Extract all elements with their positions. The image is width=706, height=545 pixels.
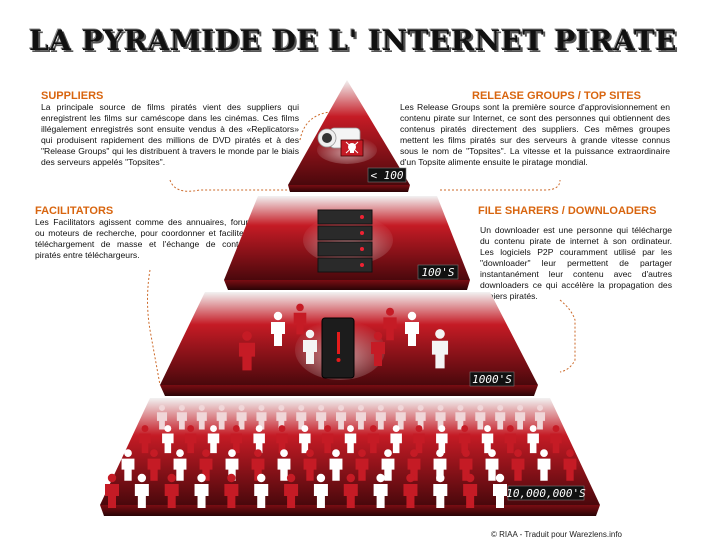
- person-icon: [276, 404, 287, 430]
- person-icon: [299, 425, 311, 454]
- person-icon: [344, 425, 357, 454]
- person-icon: [156, 404, 168, 430]
- person-icon: [276, 425, 288, 454]
- release-groups-heading: RELEASE GROUPS / TOP SITES: [472, 90, 641, 102]
- camcorder-icon: [317, 127, 377, 164]
- person-icon: [277, 449, 291, 481]
- person-icon: [184, 425, 197, 454]
- person-icon: [355, 449, 369, 481]
- counter-release-groups-text: 100'S: [421, 266, 454, 279]
- person-icon: [455, 404, 466, 430]
- counter-suppliers-text: < 100: [370, 169, 403, 182]
- skull-icon: [345, 141, 359, 154]
- person-icon: [481, 425, 494, 454]
- person-icon: [436, 425, 448, 454]
- server-rack-icon: [303, 209, 393, 273]
- person-icon: [164, 473, 179, 508]
- person-icon: [194, 473, 209, 508]
- page-title: LA PYRAMIDE DE L' INTERNET PIRATE: [29, 24, 677, 57]
- person-icon: [313, 473, 328, 508]
- person-icon: [236, 404, 247, 430]
- person-icon: [375, 404, 386, 430]
- tower-server-icon: [295, 317, 385, 380]
- person-icon: [515, 404, 526, 430]
- facilitators-heading: FACILITATORS: [35, 205, 114, 217]
- person-icon: [216, 404, 227, 430]
- person-icon: [284, 473, 299, 508]
- counter-file-sharers-text: 10,000,000'S: [506, 487, 586, 500]
- person-icon: [475, 404, 486, 430]
- person-icon: [563, 449, 577, 481]
- person-icon: [493, 473, 507, 508]
- person-icon: [435, 404, 446, 430]
- person-icon: [173, 449, 187, 481]
- person-icon: [367, 425, 380, 454]
- person-icon: [207, 425, 220, 454]
- person-icon: [413, 425, 425, 454]
- facilitators-text: Les Facilitators agissent comme des annu…: [35, 217, 257, 260]
- file-sharers-text: Un downloader est une personne qui téléc…: [480, 225, 672, 301]
- person-icon: [433, 473, 448, 508]
- release-groups-text: Les Release Groups sont la première sour…: [400, 102, 670, 167]
- person-icon: [343, 473, 358, 508]
- person-icon: [329, 449, 343, 481]
- person-icon: [458, 425, 471, 454]
- credit-text: © RIAA - Traduit pour Warezlens.info: [491, 530, 622, 539]
- suppliers-heading: SUPPLIERS: [41, 90, 104, 102]
- person-icon: [431, 329, 449, 369]
- person-icon: [405, 311, 419, 346]
- person-icon: [271, 311, 285, 346]
- person-icon: [355, 404, 366, 430]
- person-icon: [147, 449, 161, 481]
- tier3-people: [238, 303, 449, 371]
- file-sharers-heading: FILE SHARERS / DOWNLOADERS: [478, 205, 657, 217]
- person-icon: [381, 449, 395, 481]
- person-icon: [196, 404, 207, 430]
- suppliers-text: La principale source de films piratés vi…: [41, 102, 299, 167]
- person-icon: [254, 473, 269, 508]
- person-icon: [485, 449, 499, 481]
- person-icon: [303, 449, 317, 481]
- person-icon: [134, 473, 149, 508]
- person-icon: [336, 404, 347, 430]
- person-icon: [230, 425, 243, 454]
- person-icon: [373, 473, 388, 508]
- person-icon: [139, 425, 151, 454]
- connector-lines: [147, 111, 576, 386]
- person-icon: [303, 329, 317, 364]
- counter-release-groups: 100'S: [417, 264, 459, 280]
- person-icon: [293, 303, 307, 335]
- person-icon: [403, 473, 418, 508]
- person-icon: [504, 425, 517, 454]
- person-icon: [316, 404, 327, 430]
- person-icon: [534, 404, 546, 430]
- downloaders-crowd: [105, 404, 577, 508]
- person-icon: [511, 449, 525, 481]
- person-icon: [162, 425, 174, 454]
- counter-suppliers: < 100: [367, 167, 407, 183]
- person-icon: [395, 404, 406, 430]
- person-icon: [495, 404, 506, 430]
- person-icon: [121, 449, 135, 481]
- person-icon: [253, 425, 265, 454]
- person-icon: [383, 307, 397, 341]
- person-icon: [321, 425, 334, 454]
- person-icon: [371, 331, 385, 366]
- person-icon: [463, 473, 478, 508]
- person-icon: [296, 404, 307, 430]
- person-icon: [390, 425, 402, 454]
- person-icon: [176, 404, 187, 430]
- counter-facilitators: 1000'S: [469, 371, 515, 387]
- person-icon: [537, 449, 551, 481]
- counter-file-sharers: 10,000,000'S: [506, 485, 586, 501]
- person-icon: [238, 331, 256, 371]
- counter-facilitators-text: 1000'S: [472, 373, 512, 386]
- person-icon: [105, 473, 119, 508]
- person-icon: [550, 425, 562, 454]
- person-icon: [527, 425, 539, 454]
- person-icon: [224, 473, 239, 508]
